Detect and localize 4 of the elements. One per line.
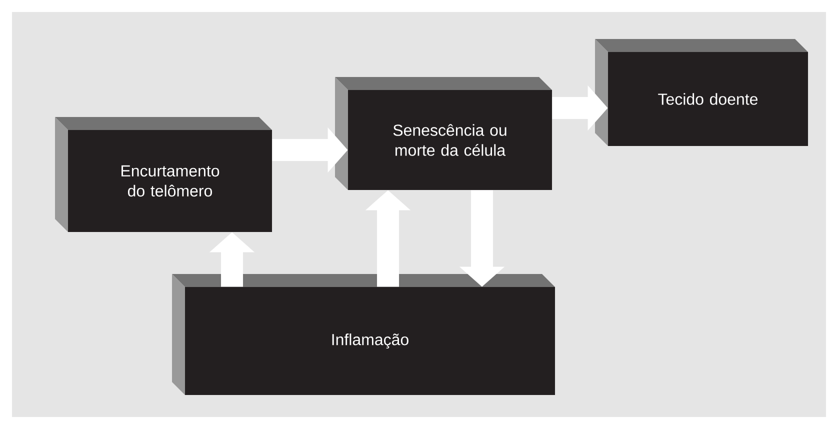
process-box: Encurtamento do telômero [55, 117, 272, 232]
process-box: Tecido doente [595, 39, 808, 146]
process-box: Inflamação [172, 274, 555, 395]
process-box: Senescência ou morte da célula [335, 77, 552, 190]
